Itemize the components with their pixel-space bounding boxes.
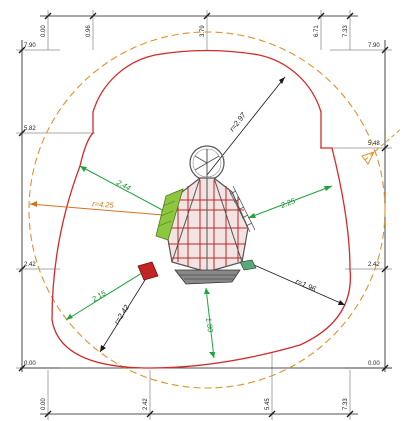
label-r-425: r=4.25 (92, 199, 115, 210)
right-dimension-labels: 7.90 5.48 2.42 0.00 (368, 43, 380, 367)
left-red-block (137, 261, 159, 281)
label-r-297: r=2.97 (227, 110, 248, 133)
dim-right-000: 0.00 (368, 361, 380, 367)
dim-bottom-545: 5.45 (265, 398, 271, 410)
dim-left-582: 5.82 (24, 126, 36, 132)
dim-right-548: 5.48 (368, 141, 380, 147)
safety-zone-circle (28, 31, 386, 389)
top-dimension-labels: 0.00 0.96 3.79 6.71 7.33 (41, 25, 349, 37)
north-arrow-icon (361, 127, 403, 165)
label-244: 2.44 (114, 177, 132, 192)
dim-bottom-242: 2.42 (143, 398, 149, 410)
right-ladder (227, 185, 256, 233)
dim-top-733: 7.33 (343, 25, 349, 37)
dim-right-242: 2.42 (368, 262, 380, 268)
label-215: 2.15 (89, 288, 108, 304)
bottom-platform (174, 269, 241, 285)
dim-left-790: 7.90 (24, 43, 36, 49)
bottom-dimension-labels: 0.00 2.42 5.45 7.33 (41, 398, 349, 410)
right-connector (239, 259, 257, 271)
dim-top-379: 3.79 (200, 25, 206, 37)
dim-bottom-000: 0.00 (41, 398, 47, 410)
label-225: 2.25 (279, 196, 298, 210)
dim-left-000: 0.00 (24, 361, 36, 367)
climbing-structure (137, 145, 257, 285)
label-r-196: r=1.96 (294, 277, 318, 294)
dimension-frame (16, 10, 392, 420)
dim-top-671: 6.71 (314, 25, 320, 37)
dim-left-242: 2.42 (24, 262, 36, 268)
dim-top-096: 0.96 (86, 25, 92, 37)
safety-area-outline (51, 49, 352, 369)
dim-right-790: 7.90 (368, 43, 380, 49)
steering-wheel-icon (189, 145, 225, 181)
left-climbing-panel (155, 188, 184, 241)
radius-lines (99, 76, 346, 353)
left-dimension-labels: 7.90 5.82 2.42 0.00 (24, 43, 36, 367)
dim-top-000: 0.00 (41, 25, 47, 37)
frame-spokes (171, 177, 243, 272)
dim-bottom-733: 7.33 (343, 398, 349, 410)
label-180: 1.80 (204, 317, 215, 334)
